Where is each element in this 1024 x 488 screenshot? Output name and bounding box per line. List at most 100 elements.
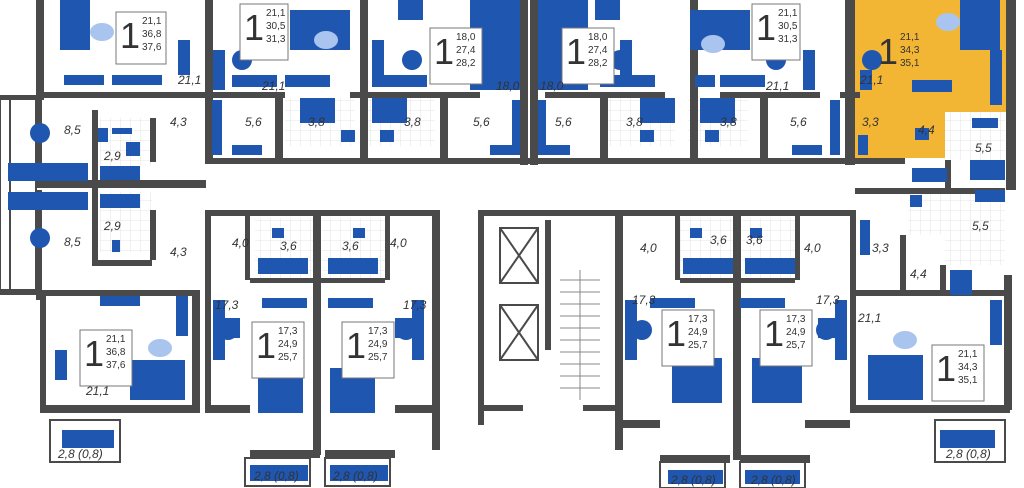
apartment-info-box[interactable] — [931, 344, 985, 402]
room-area-label: 5,5 — [975, 141, 992, 155]
balcony-area-label: 2,8 (0,8) — [57, 447, 103, 461]
apartment-info-box[interactable] — [561, 27, 615, 85]
apartment-area-value: 17,3 — [368, 326, 388, 337]
apartment-info-box[interactable] — [751, 3, 801, 61]
apartment-room-count: 1 — [244, 7, 264, 48]
room-area-label: 8,5 — [64, 123, 81, 137]
balcony-area-label: 2,8 (0,8) — [945, 447, 991, 461]
room-area-label: 2,9 — [103, 149, 121, 163]
stairs — [560, 270, 600, 400]
apartment-info-box[interactable] — [429, 27, 483, 85]
apartment-room-count: 1 — [84, 333, 104, 374]
room-area-label: 3,8 — [626, 115, 643, 129]
apartment-room-count: 1 — [936, 348, 956, 389]
room-area-label: 3,6 — [280, 239, 297, 253]
apartment-info-box[interactable] — [79, 329, 133, 387]
elevator-shafts — [499, 227, 539, 361]
apartment-area-value: 24,9 — [786, 327, 806, 338]
balcony-area-label: 2,8 (0,8) — [253, 469, 299, 483]
apartment-area-value: 25,7 — [368, 352, 388, 363]
apartment-room-count: 1 — [256, 325, 276, 366]
room-area-label: 17,3 — [816, 293, 840, 307]
apartment-area-value: 24,9 — [278, 339, 298, 350]
apartment-area-value: 21,1 — [266, 8, 286, 19]
apartment-room-count: 1 — [434, 31, 454, 72]
room-area-label: 3,3 — [862, 115, 879, 129]
room-area-label: 21,1 — [857, 311, 881, 325]
room-area-label: 17,3 — [215, 298, 239, 312]
apartment-area-value: 30,5 — [266, 21, 286, 32]
room-area-label: 2,9 — [103, 219, 121, 233]
room-area-label: 18,0 — [496, 79, 520, 93]
apartment-info-box[interactable] — [115, 11, 167, 65]
apartment-area-value: 17,3 — [278, 326, 298, 337]
room-area-label: 5,6 — [790, 115, 807, 129]
room-area-label: 3,8 — [720, 115, 737, 129]
apartment-area-value: 34,3 — [958, 362, 978, 373]
walls — [0, 0, 1016, 463]
balcony-area-label: 2,8 (0,8) — [750, 473, 796, 487]
apartment-info-box[interactable] — [341, 321, 395, 379]
room-area-label: 3,3 — [872, 241, 889, 255]
apartment-area-value: 24,9 — [368, 339, 388, 350]
apartment-area-value: 18,0 — [456, 32, 476, 43]
room-area-label: 3,6 — [342, 239, 359, 253]
apartment-area-value: 31,3 — [778, 34, 798, 45]
apartment-area-value: 34,3 — [900, 45, 920, 56]
apartment-area-value: 17,3 — [786, 314, 806, 325]
apartment-area-value: 21,1 — [900, 32, 920, 43]
apartment-area-value: 21,1 — [142, 16, 162, 27]
room-area-label: 4,0 — [804, 241, 821, 255]
apartment-area-value: 35,1 — [900, 58, 920, 69]
apartment-area-value: 37,6 — [142, 42, 162, 53]
room-area-label: 4,3 — [170, 115, 187, 129]
room-area-label: 5,6 — [473, 115, 490, 129]
balcony-area-label: 2,8 (0,8) — [332, 469, 378, 483]
apartment-area-value: 28,2 — [588, 58, 608, 69]
room-area-label: 4,3 — [170, 245, 187, 259]
room-area-label: 17,3 — [632, 293, 656, 307]
room-area-label: 3,8 — [308, 115, 325, 129]
apartment-area-value: 21,1 — [106, 334, 126, 345]
apartment-info-box[interactable] — [661, 309, 715, 367]
room-area-label: 3,8 — [404, 115, 421, 129]
apartment-room-count: 1 — [566, 31, 586, 72]
apartment-area-value: 21,1 — [778, 8, 798, 19]
room-area-label: 5,6 — [555, 115, 572, 129]
room-area-label: 8,5 — [64, 235, 81, 249]
apartment-room-count: 1 — [764, 313, 784, 354]
room-area-label: 4,4 — [918, 123, 935, 137]
room-area-label: 21,1 — [765, 79, 789, 93]
tables — [218, 50, 970, 340]
room-area-label: 18,0 — [540, 79, 564, 93]
apartment-area-value: 35,1 — [958, 375, 978, 386]
apartment-area-value: 18,0 — [588, 32, 608, 43]
apartment-room-count: 1 — [346, 325, 366, 366]
balcony-area-label: 2,8 (0,8) — [670, 473, 716, 487]
apartment-room-count: 1 — [666, 313, 686, 354]
room-area-label: 17,3 — [403, 298, 427, 312]
apartment-area-value: 25,7 — [278, 352, 298, 363]
apartment-area-value: 25,7 — [786, 340, 806, 351]
room-area-label: 21,1 — [85, 384, 109, 398]
room-area-label: 3,6 — [746, 233, 763, 247]
apartment-area-value: 36,8 — [106, 347, 126, 358]
apartment-info-box[interactable] — [239, 3, 289, 61]
apartment-area-value: 27,4 — [588, 45, 608, 56]
apartment-area-value: 27,4 — [456, 45, 476, 56]
apartment-area-value: 30,5 — [778, 21, 798, 32]
apartment-area-value: 25,7 — [688, 340, 708, 351]
apartment-info-box[interactable] — [759, 309, 813, 367]
room-area-label: 3,6 — [710, 233, 727, 247]
apartment-info-box[interactable] — [251, 321, 305, 379]
apartment-area-value: 24,9 — [688, 327, 708, 338]
room-area-label: 4,0 — [390, 236, 407, 250]
apartment-area-value: 21,1 — [958, 349, 978, 360]
rugs — [90, 13, 960, 357]
apartment-area-value: 37,6 — [106, 360, 126, 371]
apartment-area-value: 31,3 — [266, 34, 286, 45]
apartment-room-count: 1 — [756, 7, 776, 48]
room-area-label: 4,0 — [232, 236, 249, 250]
room-area-label: 21,1 — [177, 73, 201, 87]
